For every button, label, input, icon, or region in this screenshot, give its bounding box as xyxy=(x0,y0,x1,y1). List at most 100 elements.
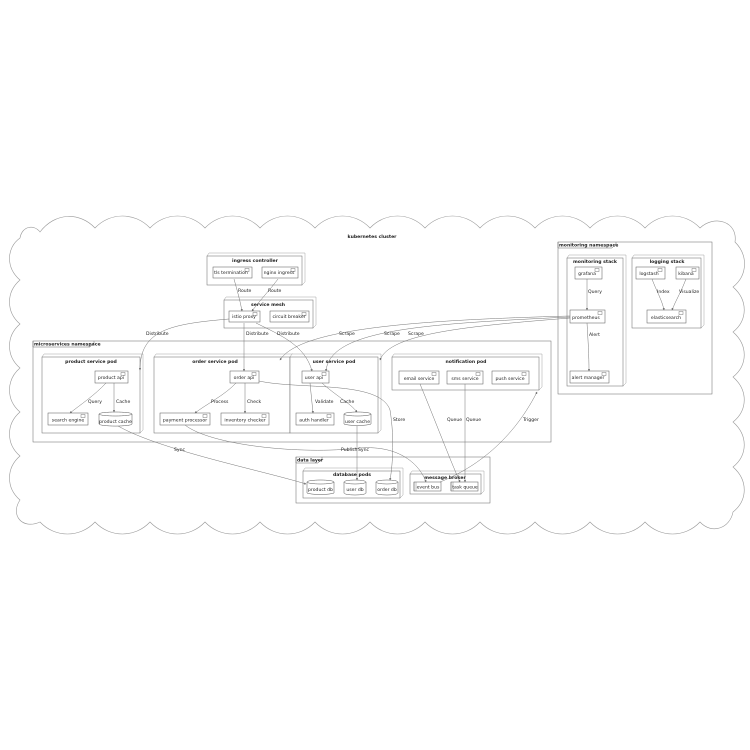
component-icon xyxy=(290,268,296,272)
edge-prometheus-to-alertmanager xyxy=(586,322,591,372)
edge-kibana-to-elasticsearch xyxy=(671,278,687,311)
edge-label-distribute-order: Distribute xyxy=(246,331,269,337)
istio-proxy-component[interactable] xyxy=(228,310,261,323)
inventory-checker-label: inventory checker xyxy=(224,418,265,424)
component-icon xyxy=(120,372,126,376)
order-db-component[interactable] xyxy=(375,479,399,496)
ingress-controller-title: ingress controller xyxy=(232,258,279,264)
kibana-component[interactable] xyxy=(675,266,700,280)
edge-label-sync-product: Sync xyxy=(174,447,186,453)
component-icon xyxy=(326,414,332,418)
edge-label-visualize: Visualize xyxy=(679,289,699,295)
order-db-label: order db xyxy=(377,487,397,493)
edge-label-distribute-user: Distribute xyxy=(277,331,300,337)
logstash-component[interactable] xyxy=(635,266,666,280)
microservices-namespace-title: microservices namespace xyxy=(34,342,101,348)
edge-productcache-to-productdb xyxy=(117,425,307,485)
service-mesh-title: service mesh xyxy=(251,302,285,308)
nginx-ingress-component[interactable] xyxy=(261,266,299,279)
email-service-component[interactable] xyxy=(398,370,440,385)
component-icon xyxy=(251,372,257,376)
ingress-controller-box: ingress controller tls termination nginx… xyxy=(206,252,306,286)
grafana-component[interactable] xyxy=(574,266,603,280)
alert-manager-label: alert manager xyxy=(572,375,605,381)
push-service-label: push service xyxy=(495,376,524,382)
search-engine-label: search engine xyxy=(52,418,85,424)
email-service-label: email service xyxy=(404,376,435,382)
user-db-component[interactable] xyxy=(343,479,367,496)
component-icon xyxy=(657,268,663,272)
user-api-label: user api xyxy=(305,375,324,381)
edge-label-cache-user: Cache xyxy=(340,399,354,405)
service-mesh-box: service mesh istio proxy circuit breaker xyxy=(223,296,317,329)
notification-pod-title: notification pod xyxy=(446,359,487,365)
edge-order-api-to-orderdb xyxy=(258,380,393,481)
prometheus-label: prometheus xyxy=(572,315,600,321)
circuit-breaker-label: circuit breaker xyxy=(272,314,305,320)
edge-user-api-to-cache xyxy=(321,382,358,413)
edge-label-distribute-product: Distribute xyxy=(146,331,169,337)
event-bus-label: event bus xyxy=(417,485,440,491)
queue-icon xyxy=(450,482,454,491)
edges xyxy=(69,278,687,485)
user-cache-label: user cache xyxy=(345,419,370,425)
monitoring-namespace-title: monitoring namespace xyxy=(559,243,618,249)
data-layer-box: data layer database pods product db user… xyxy=(295,456,491,504)
edge-label-publish: Publish xyxy=(341,447,357,453)
edge-label-index: Index xyxy=(657,289,670,295)
user-api-component[interactable] xyxy=(301,370,330,384)
edge-istio-to-user xyxy=(255,322,313,372)
component-icon xyxy=(521,372,527,376)
order-pod-title: order service pod xyxy=(192,359,238,365)
edge-tls-to-istio xyxy=(233,278,243,312)
component-icon xyxy=(244,268,250,272)
edge-prometheus-scrape-2 xyxy=(325,316,571,372)
edge-label-trigger: Trigger xyxy=(522,417,539,423)
edge-order-api-to-payment xyxy=(194,382,237,414)
circuit-breaker-component[interactable] xyxy=(269,310,310,323)
logstash-label: logstash xyxy=(639,271,658,277)
component-icon xyxy=(261,414,267,418)
edge-prometheus-scrape-3 xyxy=(379,317,571,361)
monitoring-stack-title: monitoring stack xyxy=(573,259,618,265)
push-service-component[interactable] xyxy=(491,370,530,385)
elasticsearch-label: elasticsearch xyxy=(651,315,681,321)
edge-label-query-product: Query xyxy=(88,399,102,405)
sms-service-label: sms service xyxy=(451,376,478,382)
cluster-title: kubernetes cluster xyxy=(348,234,398,240)
edge-label-query-grafana: Query xyxy=(588,289,602,295)
grafana-label: grafana xyxy=(578,271,596,277)
product-cache-label: product cache xyxy=(99,419,132,425)
component-icon xyxy=(678,311,684,315)
edge-labels: Route Route Distribute Distribute Distri… xyxy=(88,288,699,453)
user-cache-component[interactable] xyxy=(343,411,372,426)
edge-label-process: Process xyxy=(211,399,229,405)
user-db-label: user db xyxy=(346,487,363,493)
component-icon xyxy=(202,414,208,418)
auth-handler-component[interactable] xyxy=(295,412,335,426)
edge-label-store: Store xyxy=(393,417,405,423)
component-icon xyxy=(80,414,86,418)
nginx-ingress-label: nginx ingress xyxy=(264,270,295,276)
edge-nginx-to-istio xyxy=(251,278,279,312)
edge-label-scrape-order: Scrape xyxy=(384,331,400,337)
product-db-label: product db xyxy=(308,487,333,493)
product-api-component[interactable] xyxy=(94,370,129,384)
edge-label-check: Check xyxy=(247,399,261,405)
edge-istio-to-product xyxy=(138,318,230,371)
edge-label-route-tls: Route xyxy=(238,288,252,294)
edge-logstash-to-elasticsearch xyxy=(651,278,665,311)
product-db-component[interactable] xyxy=(306,479,335,495)
edge-label-sync-user: Sync xyxy=(358,447,370,453)
elasticsearch-component[interactable] xyxy=(646,309,687,324)
tls-termination-component[interactable] xyxy=(212,266,253,279)
component-icon xyxy=(431,372,437,376)
istio-proxy-label: istio proxy xyxy=(232,314,256,320)
edge-label-validate: Validate xyxy=(315,399,334,405)
product-api-label: product api xyxy=(98,375,124,381)
search-engine-component[interactable] xyxy=(47,412,89,426)
product-cache-component[interactable] xyxy=(98,411,133,427)
product-pod-title: product service pod xyxy=(65,359,117,365)
edge-label-alert: Alert xyxy=(589,332,600,338)
